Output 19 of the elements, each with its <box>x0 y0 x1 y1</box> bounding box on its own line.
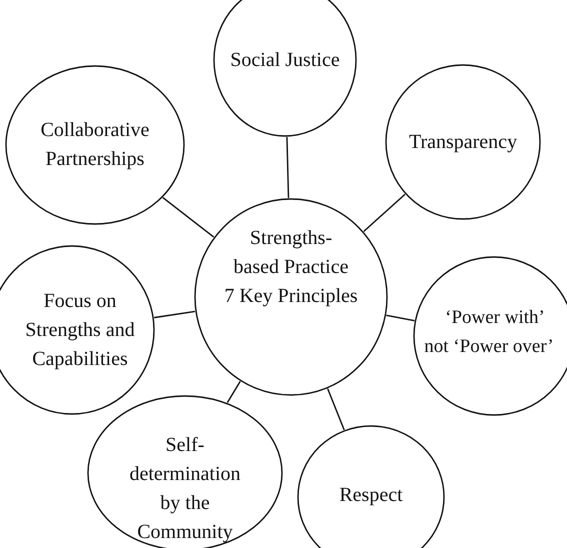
connector-line <box>386 314 415 322</box>
principle-label: Focus on Strengths and Capabilities <box>24 288 136 372</box>
connector-line <box>162 197 214 238</box>
principle-label: Respect <box>339 482 403 508</box>
principle-label: Transparency <box>408 130 518 154</box>
principle-label: Social Justice <box>230 48 340 72</box>
connector-line <box>286 136 290 198</box>
principle-label: ‘Power with’ not ‘Power over’ <box>423 306 555 359</box>
connector-line <box>363 194 406 232</box>
principle-label: Self-determination by the Community <box>128 433 242 545</box>
connector-line <box>327 388 345 430</box>
connector-line <box>226 380 241 404</box>
hub-circle <box>194 198 388 396</box>
principle-label: 7 Key Principles <box>224 284 358 308</box>
principle-label: Strengths-based Practice <box>232 226 350 280</box>
principle-circle <box>385 64 541 220</box>
connector-line <box>154 310 196 318</box>
principle-circle <box>5 65 185 225</box>
principle-label: Collaborative Partnerships <box>40 118 150 172</box>
